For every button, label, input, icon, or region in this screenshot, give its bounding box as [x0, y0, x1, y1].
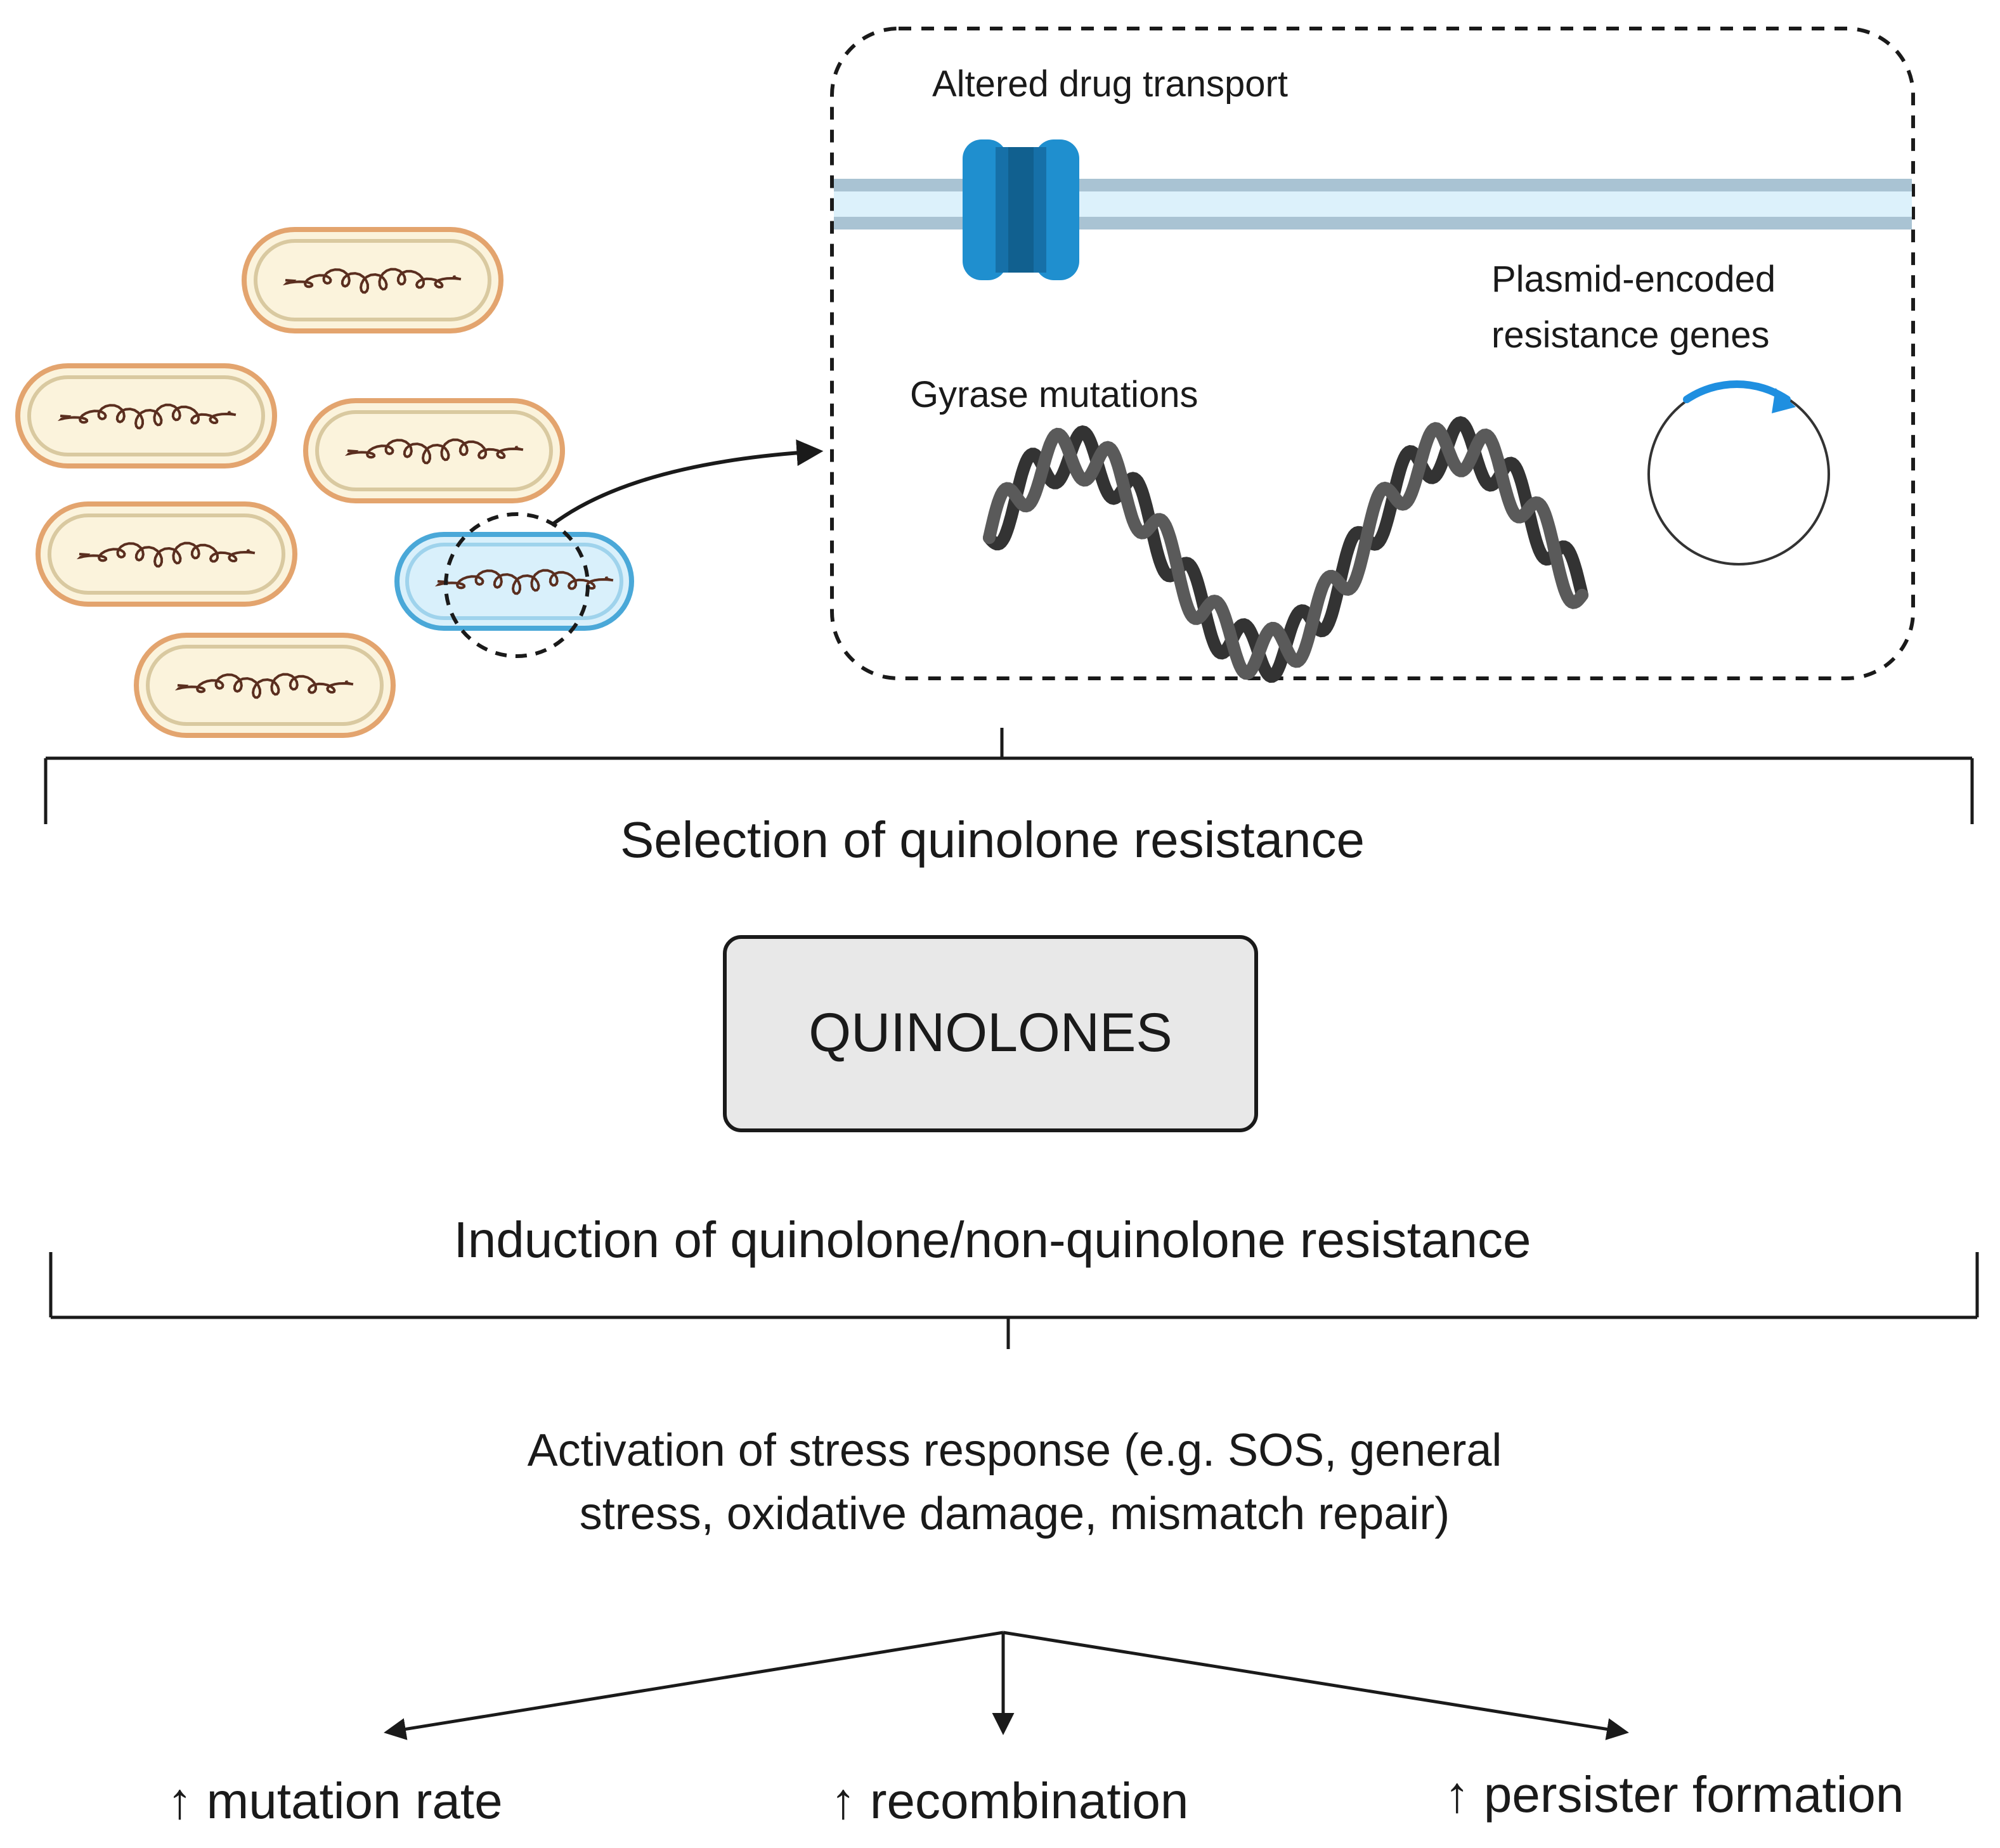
- bacterial-cell: [15, 363, 277, 468]
- selection-bracket: [44, 728, 1974, 824]
- outcome-arrows: [384, 1631, 1629, 1740]
- bacterial-cell: [303, 398, 565, 503]
- bacteria-cluster: [15, 227, 634, 738]
- resistance-gene-arrow-tip: [1772, 388, 1796, 413]
- efflux-pump-icon: [963, 139, 1079, 280]
- chromosome-icon: [174, 673, 354, 699]
- arrow-to-persister-formation: [1003, 1631, 1629, 1740]
- induction-label: Induction of quinolone/non-quinolone res…: [453, 1212, 1531, 1268]
- chromosome-icon: [344, 438, 524, 465]
- transport-label: Altered drug transport: [932, 63, 1288, 105]
- arrow-to-mutation-rate: [384, 1631, 1004, 1740]
- stress-response-line1: Activation of stress response (e.g. SOS,…: [528, 1425, 1502, 1476]
- induction-bracket: [49, 1252, 1979, 1349]
- outcome-recombination: ↑ recombination: [831, 1773, 1189, 1829]
- quinolones-box: QUINOLONES: [723, 935, 1258, 1132]
- bacterial-cell: [36, 501, 297, 607]
- chromosome-icon: [76, 541, 256, 568]
- plasmid-label-line2: resistance genes: [1491, 314, 1769, 356]
- zoom-circle: [444, 512, 590, 658]
- outcome-mutation-rate: ↑ mutation rate: [167, 1773, 502, 1829]
- quinolones-label: QUINOLONES: [808, 1002, 1172, 1063]
- chromosome-icon: [57, 403, 237, 430]
- chromosome-icon: [434, 569, 614, 595]
- resistant-bacterial-cell: [394, 512, 634, 658]
- bacterial-cell: [242, 227, 503, 333]
- zoom-arrow: [550, 439, 824, 527]
- selection-label: Selection of quinolone resistance: [620, 811, 1365, 868]
- stress-response-line2: stress, oxidative damage, mismatch repai…: [580, 1489, 1450, 1539]
- resistance-gene-arc: [1683, 380, 1791, 403]
- zoom-panel: Altered drug transport Plasmid-encoded r…: [830, 27, 1915, 683]
- gyrase-label: Gyrase mutations: [910, 374, 1198, 415]
- plasmid-icon: [1647, 380, 1830, 565]
- plasmid-label-line1: Plasmid-encoded: [1491, 259, 1776, 300]
- dna-double-helix-icon: [983, 416, 1588, 683]
- bacterial-cell: [134, 633, 396, 738]
- chromosome-icon: [282, 268, 462, 294]
- outcome-persister-formation: ↑ persister formation: [1445, 1766, 1904, 1823]
